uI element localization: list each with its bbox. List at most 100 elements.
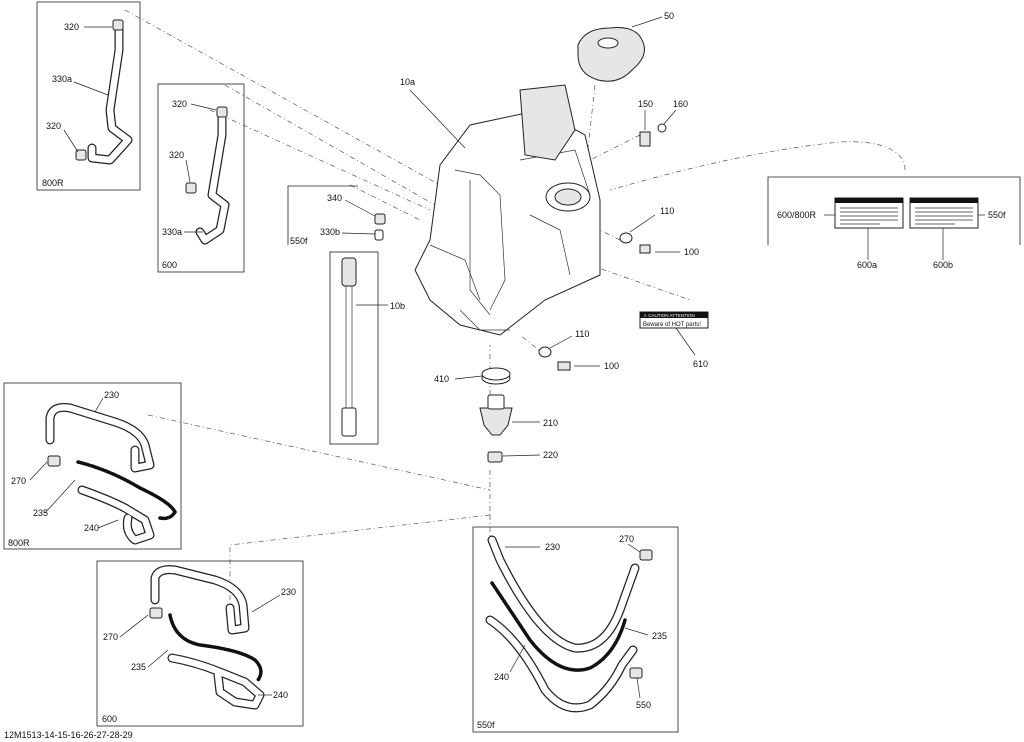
box-800r-vent-tube: 800R 320 330a 320 xyxy=(36,1,141,191)
callout: 100 xyxy=(684,247,699,257)
callout: 100 xyxy=(604,361,619,371)
box-tag: 600 xyxy=(102,714,117,724)
bracket-150 xyxy=(639,131,651,147)
box-frame xyxy=(96,560,304,727)
washer-110 xyxy=(619,232,633,244)
washer-bolt-lower: 110 100 xyxy=(538,329,619,371)
clamp-340 xyxy=(374,213,386,225)
box-tag: 800R xyxy=(42,178,64,188)
callout: 220 xyxy=(543,450,558,460)
clamp-220 xyxy=(487,451,503,463)
callout: 230 xyxy=(104,390,119,400)
callout: 270 xyxy=(103,632,118,642)
screw-160 xyxy=(657,123,667,133)
vent-tube-330a-600 xyxy=(195,113,230,245)
box-800r-hoses: 800R 230 270 235 240 xyxy=(3,382,182,550)
callout: 160 xyxy=(673,99,688,109)
fuel-tank-10a: 10a xyxy=(400,77,601,336)
clamp-270 xyxy=(149,607,163,619)
callout: 550 xyxy=(636,700,651,710)
callout: 320 xyxy=(169,150,184,160)
callout: 235 xyxy=(33,508,48,518)
drawing-id: 12M1513-14-15-16-26-27-28-29 xyxy=(4,730,133,740)
box-600-hoses: 600 230 270 235 240 xyxy=(96,560,304,727)
hose-240 xyxy=(77,485,155,545)
clamp-320-side xyxy=(185,182,197,194)
decal-header-bar xyxy=(640,312,708,318)
callout: 110 xyxy=(575,329,589,339)
decal-box-600: 600/800R 550f 600a 600b xyxy=(767,176,1021,270)
clamp-320-top xyxy=(112,19,124,31)
hose-230 xyxy=(150,565,250,635)
spring-hose-235 xyxy=(168,613,263,682)
callout: 330a xyxy=(52,74,72,84)
box-tag: 600 xyxy=(162,260,177,270)
box-frame xyxy=(157,83,245,273)
bolt-100 xyxy=(557,361,571,371)
callout: 235 xyxy=(131,662,146,672)
sender-frame xyxy=(329,251,379,445)
callout: 330b xyxy=(320,227,340,237)
callout: 410 xyxy=(434,374,449,384)
hose-230 xyxy=(487,535,640,653)
callout: 330a xyxy=(162,227,182,237)
callout: 240 xyxy=(273,690,288,700)
callout: 600b xyxy=(933,260,953,270)
callout: 320 xyxy=(64,22,79,32)
box-frame xyxy=(3,382,182,550)
fuel-sender-10b: 10b xyxy=(329,251,405,445)
box-600-vent-tube: 600 320 320 330a xyxy=(157,83,245,273)
box-tag: 800R xyxy=(8,538,30,548)
callout: 340 xyxy=(327,193,342,203)
dashed-reference-lines xyxy=(124,9,906,600)
outlet-assembly: 410 210 220 xyxy=(434,367,558,463)
clamp-270 xyxy=(47,455,61,467)
bracket-150-screw-160: 150 160 xyxy=(638,99,688,147)
clamp-270 xyxy=(639,549,653,561)
callout: 240 xyxy=(84,523,99,533)
bolt-100 xyxy=(639,244,651,254)
callout: 230 xyxy=(281,587,296,597)
callout: 240 xyxy=(494,672,509,682)
box-tag: 550f xyxy=(477,720,495,730)
callout: 210 xyxy=(543,418,558,428)
callout: 270 xyxy=(11,476,26,486)
box-frame xyxy=(472,526,679,733)
box-frame xyxy=(36,1,141,191)
box-frame xyxy=(287,185,358,245)
callout: 320 xyxy=(46,121,61,131)
callout: 10b xyxy=(390,301,405,311)
callout: 610 xyxy=(693,359,708,369)
callout: 10a xyxy=(400,77,415,87)
hose-240 xyxy=(167,653,265,710)
callout: 320 xyxy=(172,99,187,109)
vent-tube-330a-800r xyxy=(87,25,133,165)
fuel-cap-50: 50 xyxy=(577,11,674,82)
callout: 110 xyxy=(660,206,674,216)
callout: 150 xyxy=(638,99,653,109)
clamp-320-top xyxy=(216,106,228,118)
callout: 550f xyxy=(988,210,1006,220)
washer-bolt-upper: 110 100 xyxy=(619,206,699,257)
box-frame xyxy=(767,176,1021,245)
hose-230 xyxy=(45,403,155,473)
callout: 270 xyxy=(619,534,634,544)
decal-text: Beware of HOT parts! xyxy=(643,322,701,328)
callout: 235 xyxy=(652,631,667,641)
hose-240 xyxy=(485,615,638,713)
valve-210 xyxy=(479,394,513,436)
clamp-320-side xyxy=(75,149,87,161)
callout: 600a xyxy=(857,260,877,270)
spring-hose-235 xyxy=(76,460,178,521)
callout: 230 xyxy=(545,542,560,552)
spring-hose-235 xyxy=(490,581,627,672)
box-550f-vent: 550f 340 330b xyxy=(287,185,386,246)
box-550f-hoses: 550f 230 270 235 240 550 xyxy=(472,526,679,733)
callout: 600/800R xyxy=(777,210,817,220)
decal-610: ⚠ CAUTION ATTENTION Beware of HOT parts!… xyxy=(639,311,709,369)
box-tag: 550f xyxy=(290,236,308,246)
gasket-410 xyxy=(481,367,511,385)
callout: 50 xyxy=(664,11,674,21)
decal-header: ⚠ CAUTION ATTENTION xyxy=(643,313,695,318)
